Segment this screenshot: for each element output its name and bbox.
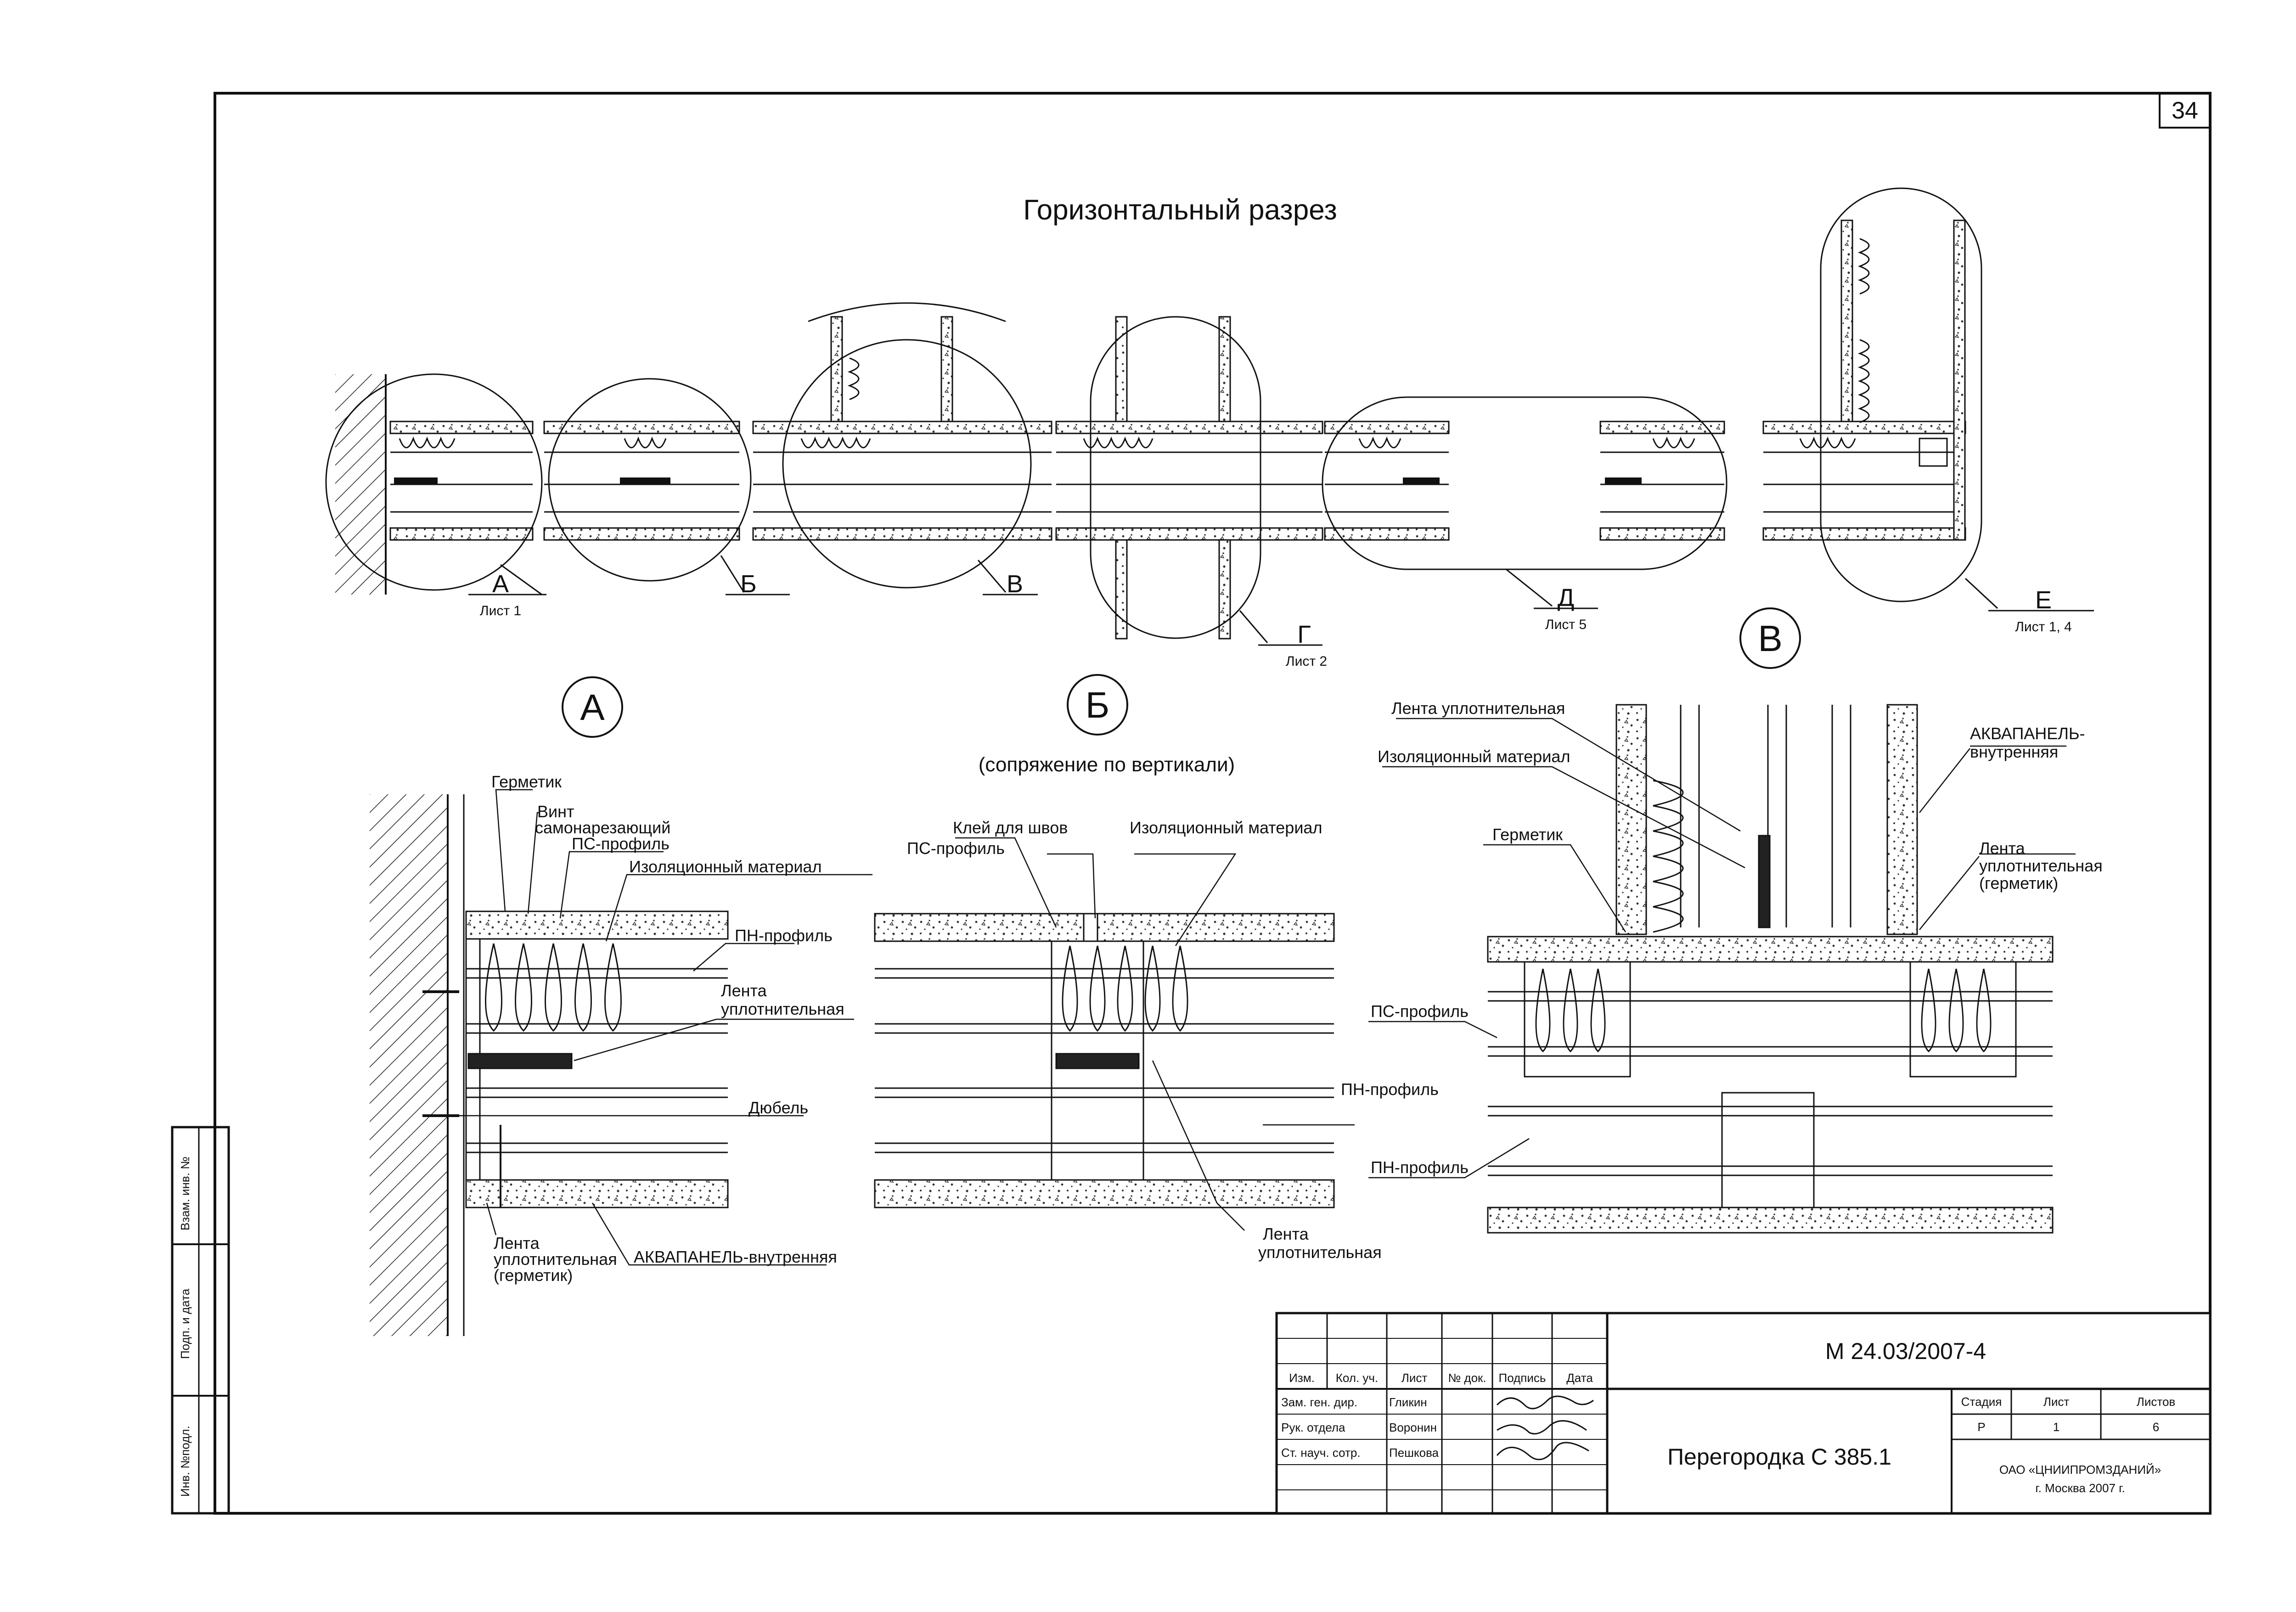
tb-name-2: Воронин (1389, 1421, 1437, 1434)
callout-v-cap (808, 302, 1006, 322)
side-stamp-2: Подп. и дата (178, 1288, 192, 1359)
tb-h-list: Лист (1401, 1371, 1428, 1385)
signature-2 (1497, 1420, 1587, 1435)
signature-1 (1496, 1395, 1594, 1410)
v-label-pn: ПН-профиль (1371, 1158, 1469, 1177)
detail-b-mark: Б (1086, 685, 1110, 725)
a-label-lentaB1: Лента (494, 1234, 540, 1253)
plan-segment-6 (1762, 219, 1966, 541)
marker-g-letter: Г (1297, 621, 1311, 648)
marker-v-letter: В (1007, 570, 1023, 598)
tb-name-1: Гликин (1389, 1395, 1427, 1409)
side-stamp-3: Инв. №подл. (178, 1426, 192, 1497)
b-label-izol: Изоляционный материал (1130, 818, 1322, 837)
marker-d-letter: Д (1558, 584, 1575, 612)
tb-org2: г. Москва 2007 г. (2035, 1481, 2125, 1495)
a-label-lentaB3: (герметик) (494, 1266, 573, 1285)
sheet-number: 34 (2172, 97, 2198, 124)
marker-d-ref: Лист 5 (1545, 617, 1587, 632)
b-label-klei: Клей для швов (953, 818, 1068, 837)
v-label-akva2: внутренняя (1970, 742, 2058, 761)
plan-wall-hatch (335, 374, 386, 595)
a-label-dubel: Дюбель (748, 1098, 808, 1117)
tb-sheet-h: Лист (2043, 1395, 2070, 1409)
b-label-pn: ПН-профиль (1341, 1080, 1439, 1099)
sheet-number-box (2159, 92, 2211, 129)
v-label-lenta: Лента уплотнительная (1391, 699, 1565, 718)
v-label-ps: ПС-профиль (1371, 1002, 1469, 1021)
callout-rounded-e (1820, 187, 1982, 602)
tb-role-2: Рук. отдела (1281, 1421, 1345, 1434)
title-block: Изм. Кол. уч. Лист № док. Подпись Дата З… (1275, 1312, 2212, 1515)
detail-a-mark: А (580, 687, 605, 728)
v-label-lentaG2: уплотнительная (1979, 856, 2103, 875)
tb-name: Перегородка С 385.1 (1667, 1444, 1891, 1470)
a-label-izol: Изоляционный материал (629, 857, 822, 876)
plan-segment-5 (1324, 421, 1725, 541)
a-label-samonarez: самонарезающий (535, 818, 670, 837)
tb-role-1: Зам. ген. дир. (1281, 1395, 1357, 1409)
a-label-ps: ПС-профиль (572, 834, 670, 853)
tb-sheet: 1 (2053, 1420, 2060, 1434)
v-label-lentaG1: Лента (1979, 839, 2026, 858)
a-label-vint: Винт (537, 802, 574, 821)
tb-h-podpis: Подпись (1499, 1371, 1546, 1385)
a-label-lenta2: уплотнительная (721, 1000, 844, 1018)
signature-3 (1496, 1442, 1589, 1460)
v-label-akva1: АКВАПАНЕЛЬ- (1970, 724, 2085, 743)
tb-stage: Р (1977, 1420, 1985, 1434)
tb-org1: ОАО «ЦНИИПРОМЗДАНИЙ» (1999, 1463, 2161, 1477)
tb-h-kol: Кол. уч. (1336, 1371, 1378, 1385)
detail-v: Лента уплотнительная Изоляционный матери… (1368, 699, 2103, 1234)
v-label-izol: Изоляционный материал (1378, 747, 1570, 766)
a-label-akva: АКВАПАНЕЛЬ-внутренняя (634, 1247, 837, 1266)
side-stamp-1: Взам. инв. № (178, 1157, 192, 1230)
b-label-lenta1: Лента (1263, 1224, 1309, 1243)
tb-code: М 24.03/2007-4 (1825, 1338, 1986, 1364)
tb-h-izm: Изм. (1289, 1371, 1315, 1385)
a-label-lentaB2: уплотнительная (494, 1250, 617, 1269)
detail-b-subtitle: (сопряжение по вертикали) (979, 753, 1235, 776)
v-label-germetik: Герметик (1492, 825, 1563, 844)
detail-b: Клей для швов Изоляционный материал ПС-п… (874, 818, 1439, 1262)
marker-a-ref: Лист 1 (480, 603, 521, 618)
detail-v-mark: В (1758, 618, 1782, 659)
plan-segment-2 (543, 421, 740, 541)
marker-b-letter: Б (740, 570, 756, 598)
detail-a: Герметик Винт самонарезающий ПС-профиль … (370, 772, 872, 1336)
callout-circle-a (325, 373, 543, 591)
marker-g-ref: Лист 2 (1286, 654, 1327, 669)
marker-e-ref: Лист 1, 4 (2015, 619, 2072, 635)
tb-h-ndok: № док. (1448, 1371, 1486, 1385)
detail-marks: А Б (сопряжение по вертикали) В (562, 607, 1801, 776)
callout-rounded-d (1322, 396, 1728, 570)
tb-stage-h: Стадия (1961, 1395, 2002, 1409)
callout-rounded-g (1090, 316, 1261, 639)
tb-sheets: 6 (2153, 1420, 2159, 1434)
b-label-lenta2: уплотнительная (1258, 1243, 1382, 1262)
marker-a-letter: А (492, 570, 509, 598)
tb-role-3: Ст. науч. сотр. (1281, 1446, 1361, 1460)
plan-segment-3 (752, 316, 1052, 541)
marker-e-letter: Е (2035, 586, 2052, 614)
side-stamp: Взам. инв. № Подп. и дата Инв. №подл. (171, 1126, 230, 1515)
page-title: Горизонтальный разрез (1023, 194, 1337, 226)
plan-segment-1 (389, 421, 534, 541)
b-label-ps: ПС-профиль (907, 839, 1005, 858)
tb-sheets-h: Листов (2137, 1395, 2175, 1409)
plan-strip (325, 187, 2094, 646)
a-label-germetik: Герметик (491, 772, 562, 791)
a-label-pn: ПН-профиль (735, 926, 833, 945)
callout-circle-b (548, 378, 752, 582)
plan-segment-4 (1055, 316, 1323, 640)
callout-circle-v (782, 339, 1032, 589)
a-label-lenta1: Лента (721, 981, 767, 1000)
tb-h-data: Дата (1566, 1371, 1593, 1385)
outer-frame (214, 92, 2212, 1515)
v-label-lentaG3: (герметик) (1979, 874, 2058, 893)
plan-markers: А Лист 1 Б В Г Лист 2 Д Лист 5 Е Лист 1,… (480, 570, 2072, 669)
tb-name-3: Пешкова (1389, 1446, 1439, 1460)
